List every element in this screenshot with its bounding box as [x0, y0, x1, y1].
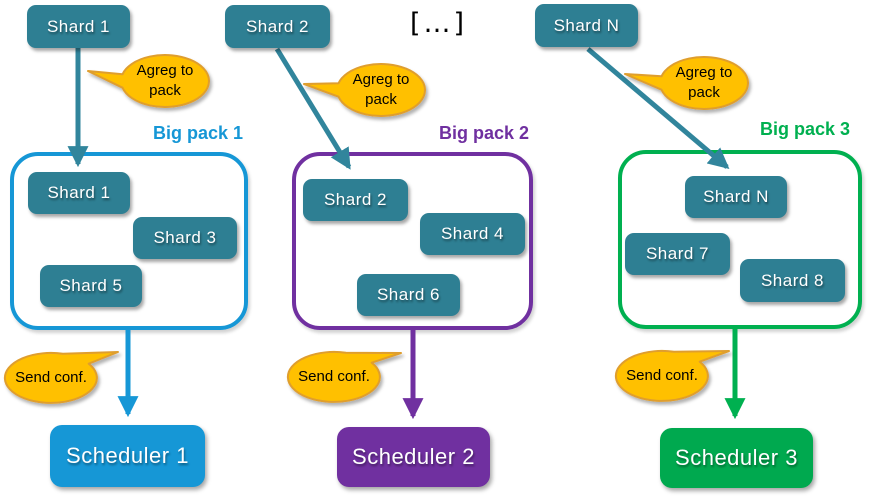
shard-label: Shard 4	[440, 224, 505, 243]
pack2-shard-box: Shard 4	[420, 213, 525, 255]
send-callout-shape-1	[3, 351, 119, 404]
big-pack-2-container	[292, 152, 533, 330]
shard-label: Shard N	[703, 187, 769, 206]
scheduler-label: Scheduler 3	[675, 445, 798, 470]
callout-line: pack	[688, 84, 720, 101]
pack3-shard-box: Shard N	[685, 176, 787, 218]
callout-line: Agreg to	[136, 62, 194, 79]
shard-label: Shard 3	[153, 228, 217, 247]
callout-line: Agreg to	[675, 64, 733, 81]
pack2-shard-box: Shard 2	[303, 179, 408, 221]
pack2-shard-box: Shard 6	[357, 274, 460, 316]
callout-line: pack	[149, 82, 181, 99]
big-pack-3-container	[618, 150, 862, 329]
big-pack-1-container	[10, 152, 248, 330]
scheduler-label: Scheduler 2	[352, 444, 475, 469]
ellipsis-more-shards: […]	[410, 8, 468, 39]
send-callout-text-1: Send conf.	[4, 367, 98, 389]
scheduler-3-box: Scheduler 3	[660, 428, 813, 488]
shard-label: Shard 1	[47, 183, 111, 202]
arrow-shard2-to-pack2	[274, 47, 352, 170]
scheduler-label: Scheduler 1	[66, 443, 189, 468]
shard-label: Shard 2	[323, 190, 388, 209]
top-shard-box-2: Shard 2	[225, 5, 330, 48]
callout-line: Send conf.	[626, 367, 698, 384]
top-shard-box-n: Shard N	[535, 4, 638, 47]
callout-line: Send conf.	[298, 368, 370, 385]
big-pack-2-title: Big pack 2	[438, 123, 530, 143]
agreg-callout-text-2: Agreg to pack	[337, 69, 425, 111]
agreg-callout-shape-1	[87, 54, 211, 108]
top-shard-label: Shard N	[553, 15, 620, 35]
big-pack-3-title: Big pack 3	[759, 119, 851, 139]
send-callout-shape-2	[286, 350, 402, 403]
send-callout-shape-3	[614, 349, 730, 402]
agreg-callout-text-1: Agreg to pack	[121, 60, 209, 102]
arrow-shardN-to-pack3	[586, 47, 730, 170]
agreg-callout-shape-3	[624, 56, 750, 110]
pack3-shard-box: Shard 8	[740, 259, 845, 302]
pack1-shard-box: Shard 1	[28, 172, 130, 214]
pack1-shard-box: Shard 3	[133, 217, 237, 259]
top-shard-label: Shard 1	[46, 16, 111, 36]
send-callout-text-3: Send conf.	[615, 365, 709, 387]
pack3-shard-box: Shard 7	[625, 233, 730, 275]
pack1-shard-box: Shard 5	[40, 265, 142, 307]
shard-label: Shard 5	[59, 276, 123, 295]
top-shard-label: Shard 2	[245, 16, 310, 36]
callout-line: Agreg to	[352, 71, 410, 88]
agreg-callout-text-3: Agreg to pack	[660, 62, 748, 104]
agreg-callout-shape-2	[303, 63, 427, 117]
shard-label: Shard 8	[760, 270, 825, 290]
scheduler-2-box: Scheduler 2	[337, 427, 490, 487]
shard-label: Shard 7	[645, 244, 710, 263]
top-shard-box-1: Shard 1	[27, 5, 130, 48]
callout-line: pack	[365, 91, 397, 108]
big-pack-1-title: Big pack 1	[152, 123, 244, 143]
send-callout-text-2: Send conf.	[287, 366, 381, 388]
callout-line: Send conf.	[15, 369, 87, 386]
scheduler-1-box: Scheduler 1	[50, 425, 205, 487]
shard-label: Shard 6	[376, 285, 441, 304]
